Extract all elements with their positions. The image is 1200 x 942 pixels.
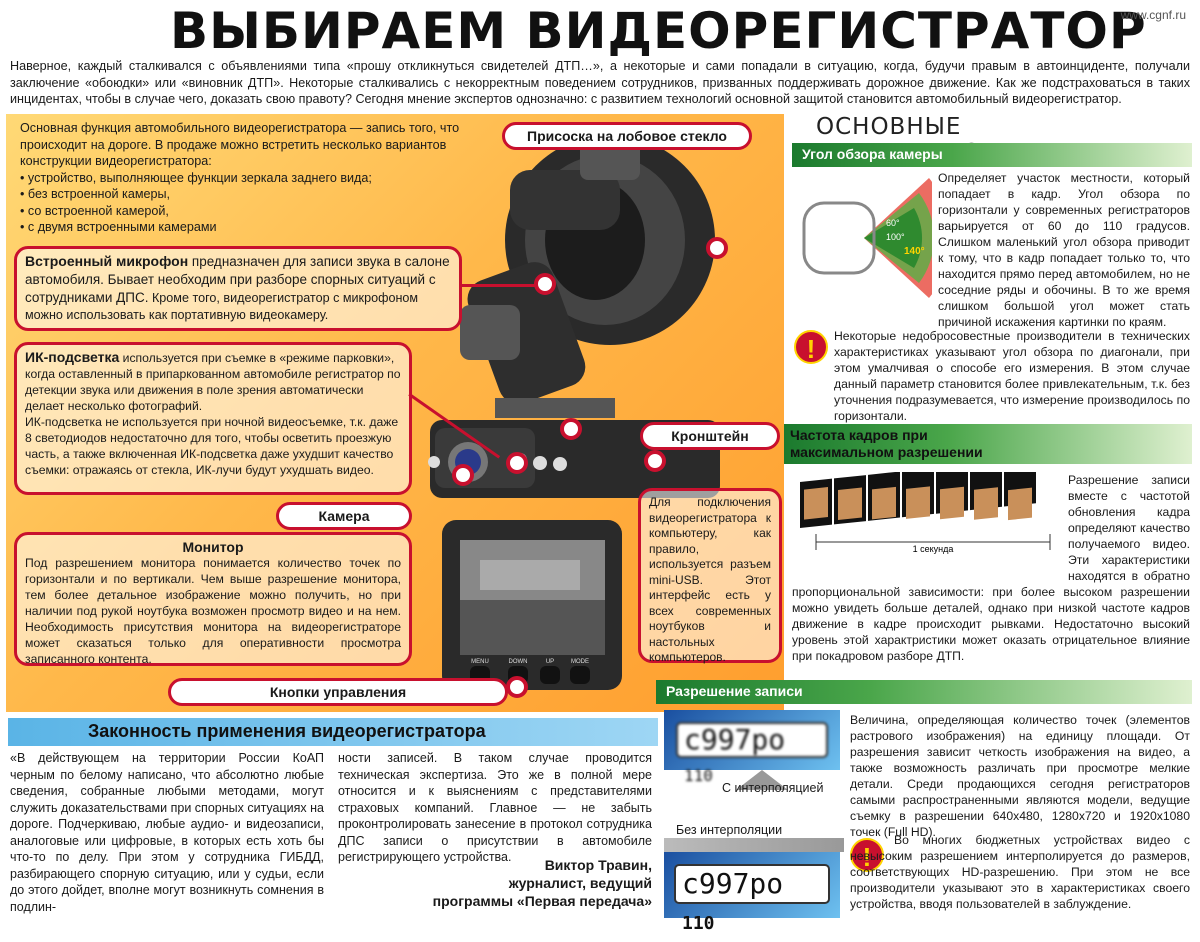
angle-warning: Некоторые недобросовестные производители… [834, 329, 1190, 423]
ir-marker [506, 452, 528, 474]
legal-author: Виктор Травин, журналист, ведущий програ… [432, 857, 652, 909]
fps-text: Разрешение записи вместе с частотой обно… [792, 473, 1190, 663]
interpolation-arrow [736, 770, 788, 790]
resolution-warning: Во многих бюджетных устройствах видео с … [850, 833, 1190, 911]
angle-label-140: 140° [904, 246, 925, 257]
frames-diagram: 1 секунда [800, 472, 1051, 554]
angle-text: Определяет участок местности, который по… [938, 171, 1190, 329]
legal-col1: «В действующем на территории России КоАП… [10, 751, 324, 914]
legal-heading: Законность применения видеорегистратора [8, 718, 658, 746]
legal-col2: ности записей. В таком случае проводится… [338, 751, 652, 864]
view-angle-diagram: 60° 100° 140° [802, 178, 932, 298]
bracket-tag: Кронштейн [640, 422, 780, 450]
button-label-mode: MODE [571, 659, 589, 665]
resolution-heading: Разрешение записи [656, 680, 1192, 704]
page-title: ВЫБИРАЕМ ВИДЕОРЕГИСТРАТОР [170, 2, 1147, 60]
variant-item: • без встроенной камеры, [20, 187, 171, 201]
one-second-label: 1 секунда [913, 544, 954, 554]
usb-marker [644, 450, 666, 472]
variant-item: • с двумя встроенными камерами [20, 220, 217, 234]
suction-cup-tag: Присоска на лобовое стекло [502, 122, 752, 150]
angle-label-60: 60° [886, 218, 900, 228]
monitor-title: Монитор [182, 539, 244, 555]
button-label-down: DOWN [509, 659, 528, 665]
microphone-box: Встроенный микрофон предназначен для зап… [14, 246, 462, 331]
ir-light-title: ИК-подсветка [25, 349, 120, 365]
dashcam-illustration: MENU DOWN UP MODE [428, 135, 720, 690]
license-plate-interpolated: с997ро 110 [676, 722, 828, 785]
site-url[interactable]: www.cgnf.ru [1120, 8, 1186, 22]
bracket-marker [560, 418, 582, 440]
device-intro: Основная функция автомобильного видеорег… [20, 120, 480, 236]
film-frames [800, 472, 1036, 528]
warning-icon: ! [794, 330, 828, 364]
button-label-menu: MENU [471, 659, 489, 665]
buttons-tag: Кнопки управления [168, 678, 508, 706]
suction-cup-marker [706, 237, 728, 259]
resolution-text: Величина, определяющая количество точек … [850, 713, 1190, 839]
monitor-box: Монитор Под разрешением монитора понимае… [14, 532, 412, 666]
intro-paragraph: Наверное, каждый сталкивался с объявлени… [10, 59, 1190, 106]
license-plate-clean: с997ро 110 [674, 864, 830, 934]
microphone-marker [534, 273, 556, 295]
variant-item: • со встроенной камерой, [20, 203, 169, 218]
warning-icon: ! [850, 838, 884, 872]
ir-light-box: ИК-подсветка используется при съемке в «… [14, 342, 412, 495]
angle-heading: Угол обзора камеры [792, 143, 1192, 167]
camera-tag: Камера [276, 502, 412, 530]
label-with-interpolation: С интерполяцией [722, 781, 824, 795]
microphone-title: Встроенный микрофон [25, 253, 189, 269]
camera-marker [452, 464, 474, 486]
microphone-pointer [460, 284, 542, 287]
label-without-interpolation: Без интерполяции [676, 823, 783, 837]
angle-label-100: 100° [886, 232, 905, 242]
button-label-up: UP [546, 659, 554, 665]
variant-item: • устройство, выполняющее функции зеркал… [20, 170, 372, 185]
usb-box: Для подключения видеорегистратора к комп… [638, 488, 782, 664]
buttons-marker [506, 676, 528, 698]
noninterp-arrow [664, 838, 844, 852]
